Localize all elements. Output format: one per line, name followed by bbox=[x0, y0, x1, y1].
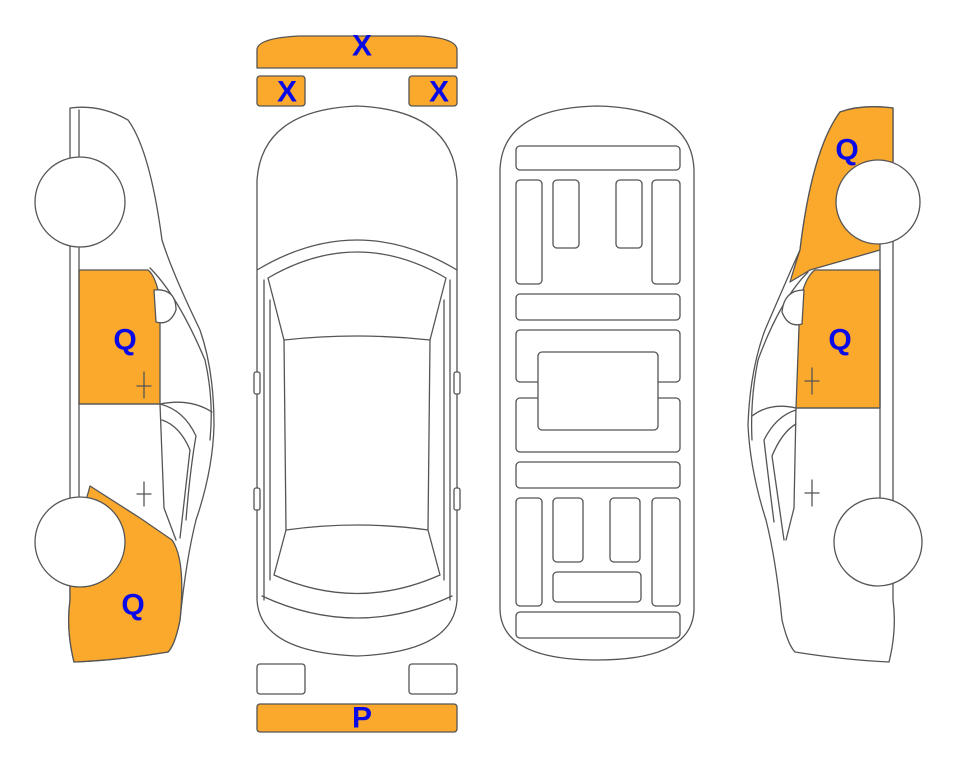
right-side-line-door-split bbox=[785, 407, 881, 541]
underbody-rear-tank bbox=[552, 571, 642, 603]
underbody-rear-left-rail bbox=[515, 497, 543, 607]
underbody-front-right-box bbox=[615, 179, 643, 249]
left-side-mirror bbox=[153, 289, 177, 324]
rear-bumper-panel[interactable] bbox=[256, 703, 458, 733]
right-taillight-panel[interactable] bbox=[408, 663, 458, 695]
left-side-line-door-split bbox=[78, 403, 177, 541]
left-front-door-mark: Q bbox=[113, 324, 136, 357]
left-headlight-panel[interactable] bbox=[256, 75, 306, 107]
left-side-line-windshield bbox=[149, 267, 212, 441]
right-side-mirror bbox=[781, 289, 805, 326]
right-side-line-rear-window bbox=[771, 423, 797, 541]
left-front-door-panel[interactable] bbox=[78, 269, 161, 405]
top-line-left-side bbox=[263, 279, 271, 601]
top-line-trunk bbox=[261, 595, 453, 619]
right-side-line-windshield bbox=[750, 271, 809, 441]
underbody-rear-right-box bbox=[609, 497, 641, 563]
top-line-windshield bbox=[267, 251, 447, 341]
left-side-view: Q Q bbox=[34, 106, 215, 663]
top-view: X X X P bbox=[253, 30, 461, 735]
top-line-rear-window bbox=[273, 524, 441, 595]
underbody-view bbox=[499, 105, 695, 661]
right-front-wheel bbox=[833, 497, 923, 587]
left-rear-quarter-mark: Q bbox=[121, 589, 144, 622]
left-rear-wheel bbox=[34, 496, 126, 588]
left-side-line-rear-handle bbox=[136, 481, 152, 507]
top-line-hood bbox=[256, 239, 458, 271]
left-side-line-pillar bbox=[159, 403, 197, 521]
top-line-right-side bbox=[443, 279, 451, 601]
right-side-line-rear-handle bbox=[804, 367, 820, 395]
right-rear-door-mark: Q bbox=[828, 324, 851, 357]
underbody-front-left-box bbox=[552, 179, 580, 249]
right-side-line-pillar bbox=[763, 409, 797, 523]
left-side-line-roof bbox=[159, 401, 213, 413]
front-bumper-mark: X bbox=[352, 30, 372, 63]
right-headlight-mark: X bbox=[429, 76, 449, 109]
underbody-crossmember-front bbox=[515, 293, 681, 321]
underbody-center-tunnel bbox=[537, 351, 659, 431]
left-side-line-front-handle bbox=[136, 371, 152, 399]
left-front-wheel bbox=[34, 156, 126, 248]
left-side-line-rear-window bbox=[161, 419, 191, 539]
right-rear-wheel bbox=[835, 159, 921, 245]
top-right-mirror bbox=[453, 371, 461, 395]
top-body bbox=[256, 105, 458, 657]
top-right-rear-handle bbox=[453, 487, 461, 511]
top-line-roof bbox=[283, 339, 431, 531]
underbody-rear-right-rail bbox=[651, 497, 681, 607]
underbody-front-bar bbox=[515, 145, 681, 171]
right-side-line-roof bbox=[751, 405, 797, 417]
underbody-rear-left-box bbox=[552, 497, 584, 563]
right-side-line-front-handle bbox=[804, 479, 820, 507]
right-side-view: Q Q bbox=[747, 106, 923, 663]
underbody-rear-bar bbox=[515, 611, 681, 639]
left-headlight-mark: X bbox=[277, 76, 297, 109]
right-rear-door-panel[interactable] bbox=[795, 269, 881, 409]
right-rear-quarter-mark: Q bbox=[835, 134, 858, 167]
right-headlight-panel[interactable] bbox=[408, 75, 458, 107]
underbody-front-right-rail bbox=[651, 179, 681, 285]
underbody-front-left-rail bbox=[515, 179, 543, 285]
underbody-crossmember-rear bbox=[515, 461, 681, 489]
top-left-mirror bbox=[253, 371, 261, 395]
front-bumper-panel[interactable] bbox=[256, 35, 458, 69]
rear-bumper-mark: P bbox=[352, 702, 372, 735]
left-taillight-panel[interactable] bbox=[256, 663, 306, 695]
top-left-rear-handle bbox=[253, 487, 261, 511]
